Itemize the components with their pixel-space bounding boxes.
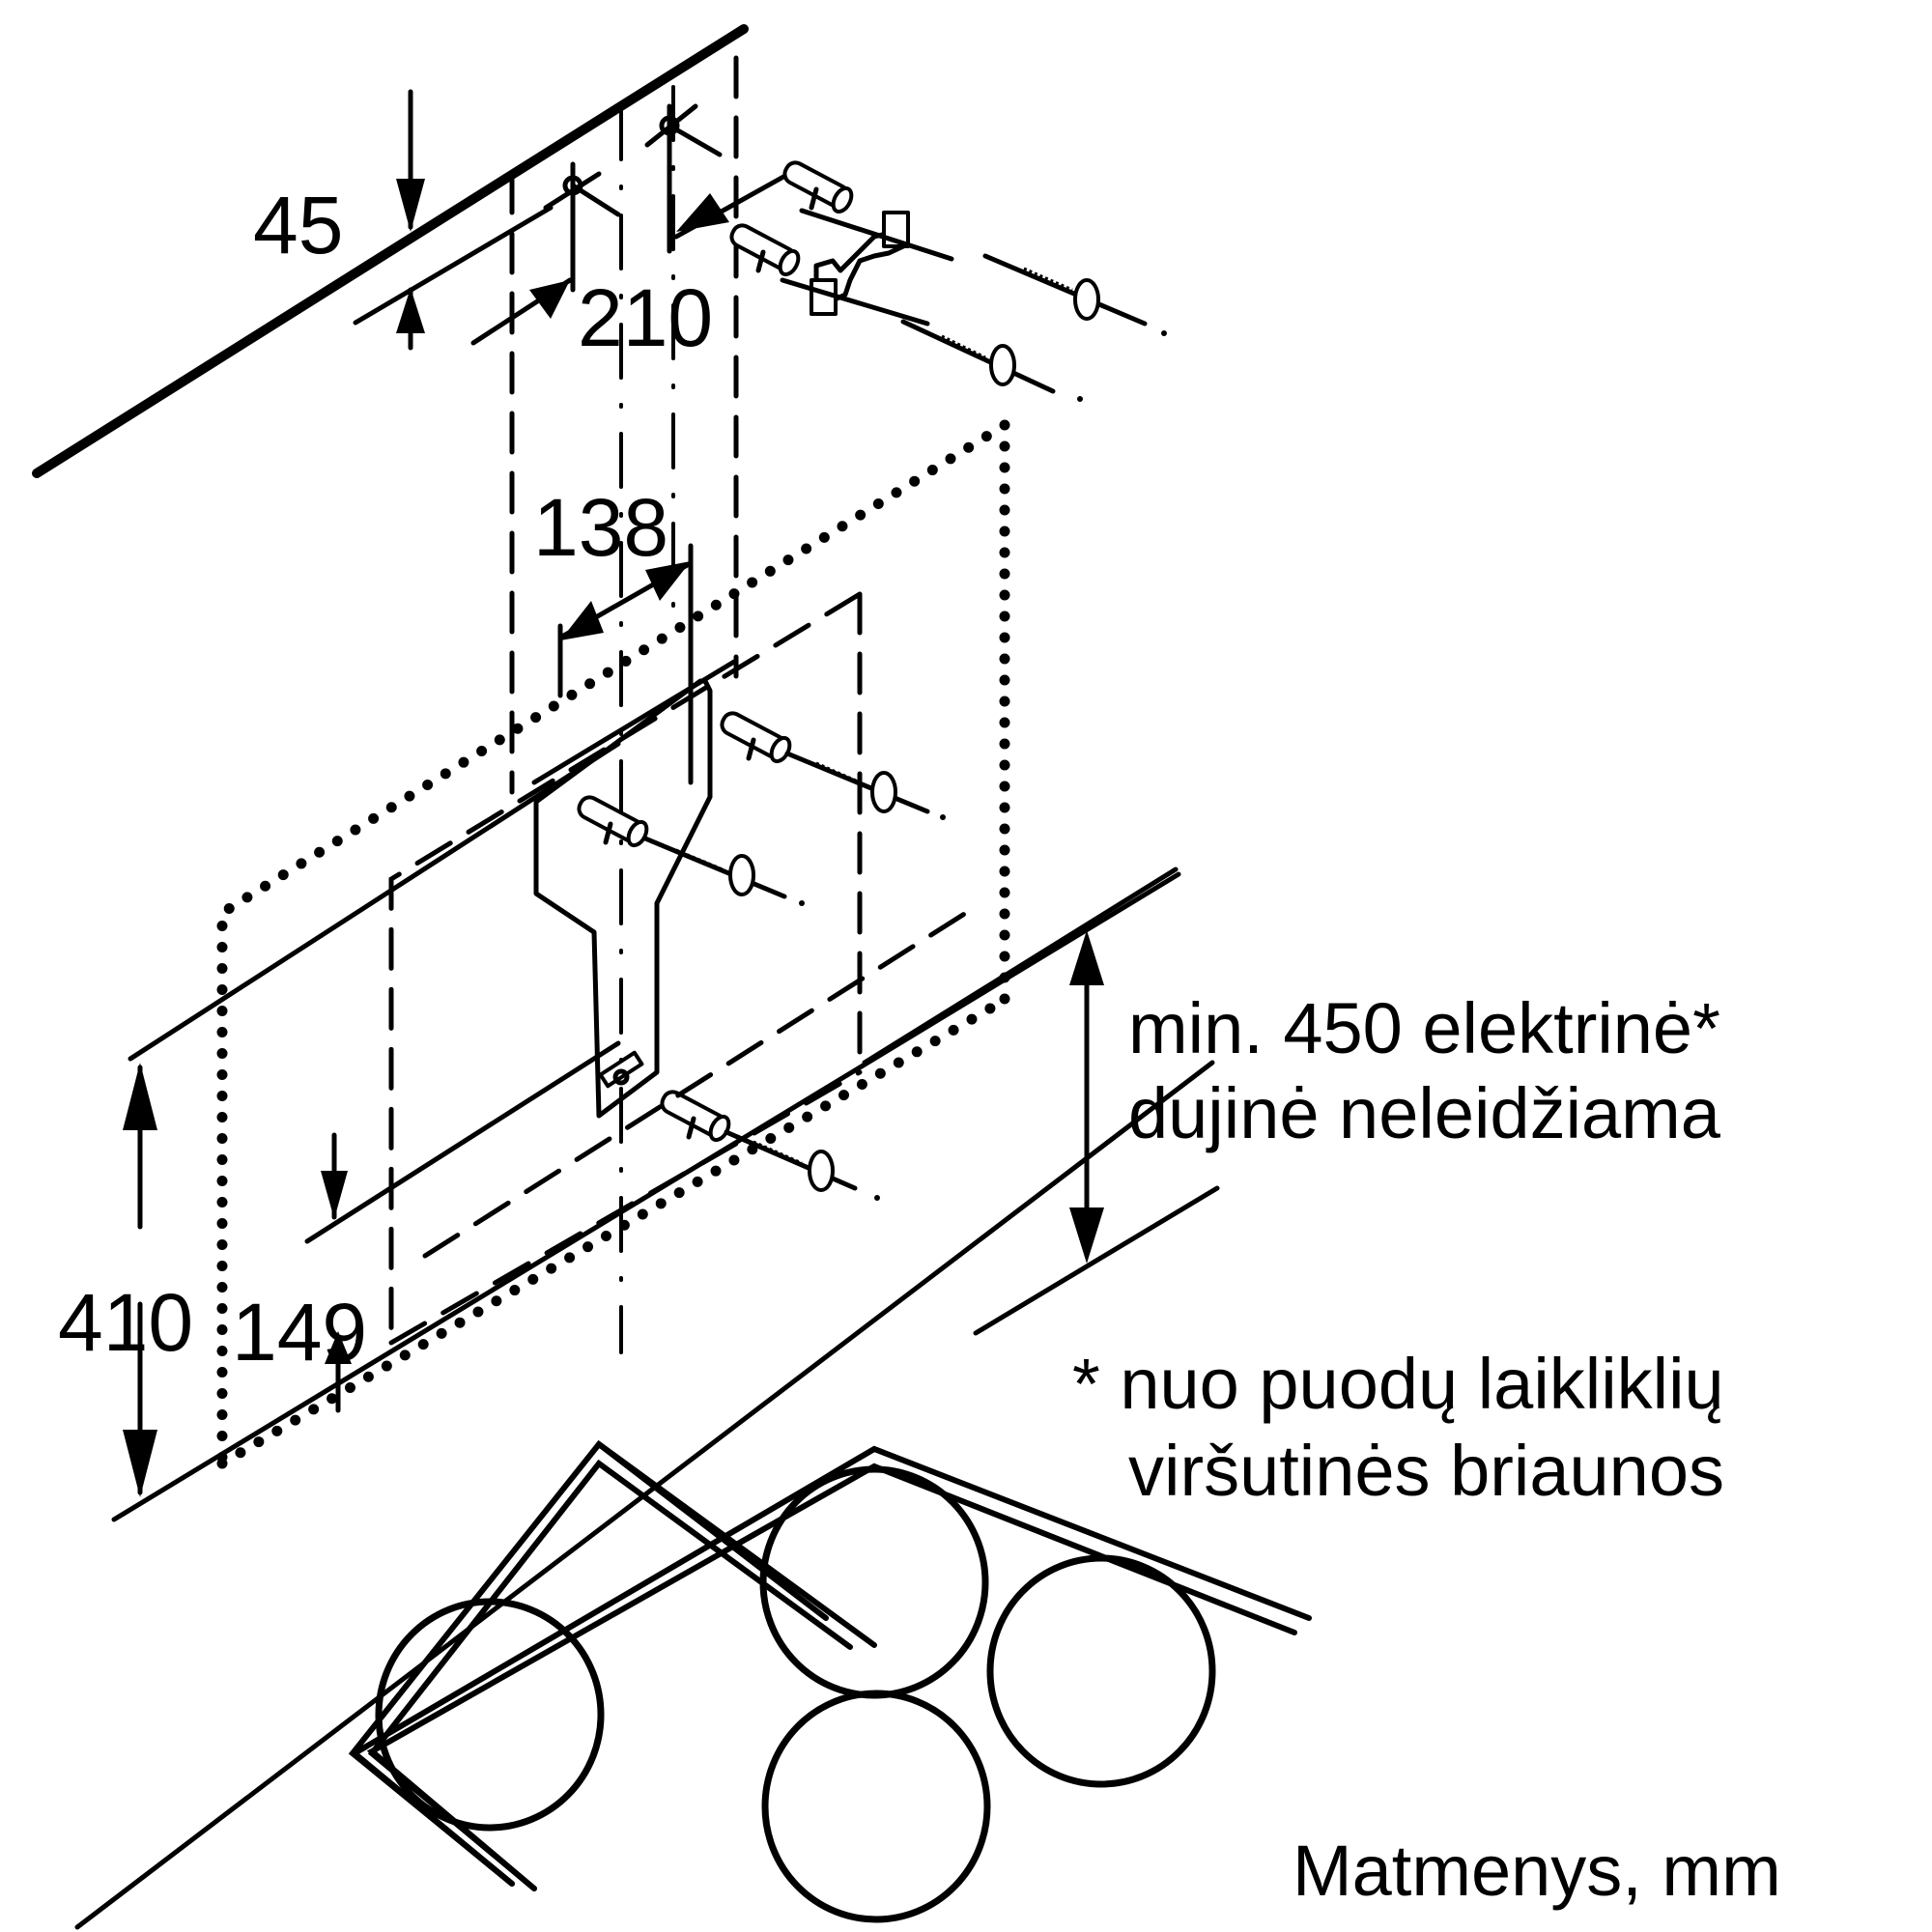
dim-210-label: 210 [578,272,713,363]
screw-mid-1 [784,751,946,820]
cooking-zone-4 [761,1690,991,1923]
wall-plug-bottom [660,1090,731,1143]
chimney-outline [388,591,863,1346]
wall-bracket-slot [598,1050,644,1089]
mounting-hole-right [644,103,723,254]
mounting-hole-left [543,161,621,293]
dim-410-label: 410 [58,1277,193,1368]
dim-138-label: 138 [533,482,668,573]
wall-plug-mid-2 [577,795,649,848]
footnote-line1: * nuo puodų laikliklių [1072,1344,1724,1424]
cooktop-frame [349,1445,1312,1891]
cooktop [74,1060,1215,1930]
ceiling-offset-line [353,205,554,326]
dim-138-arrows [557,560,694,640]
hood-top-edge [128,741,621,1062]
cooking-zone-3 [375,1598,605,1832]
dim-45-arrows [396,89,425,351]
cooking-zones [375,1465,1216,1923]
min-450-ref-bottom [973,1185,1220,1336]
cooking-zone-1 [759,1465,989,1699]
screw-bottom [724,1129,880,1201]
min-450-ref-top [862,867,1179,1065]
wall-plug-mid-1 [720,711,792,764]
hood-body-outline [216,419,1010,1469]
wall-plug-top-1 [782,160,854,214]
hood-bottom-dashed [422,910,969,1259]
units-caption: Matmenys, mm [1293,1831,1781,1911]
wall-plug-top-2 [729,223,801,277]
min-450-note-line1: min. 450 elektrinė* [1128,988,1720,1068]
dim-149-arrows [321,1132,352,1413]
hood-bottom-lower [304,1040,621,1244]
dim-45-label: 45 [253,180,343,270]
dim-210-arrows [470,169,795,346]
footnote-line2: viršutinės briaunos [1128,1431,1724,1511]
dim-410-arrows [123,1063,157,1497]
dim-149-label: 149 [232,1287,367,1378]
screw-mid-2 [642,836,805,906]
screw-top-2 [900,319,1083,402]
min-450-note-line2: dujinė neleidžiama [1128,1073,1721,1153]
cooking-zone-2 [986,1554,1216,1788]
ceiling-line [32,24,749,478]
dim-450-arrows [1069,930,1104,1264]
screw-top-1 [982,253,1167,336]
hood-bottom-edge [111,871,1181,1522]
